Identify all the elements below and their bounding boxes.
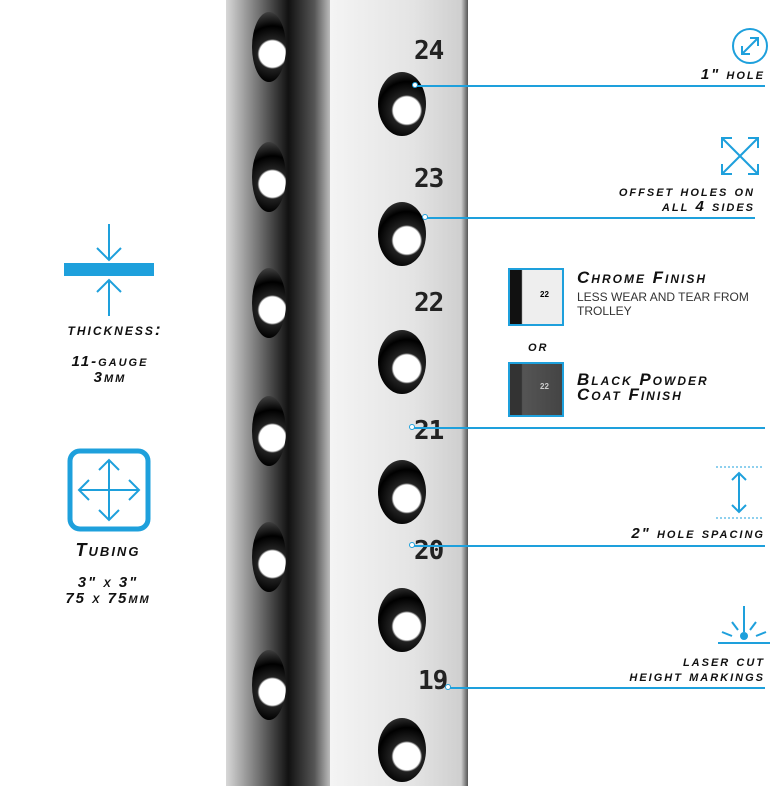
hole-spacing-label: 2" HOLE SPACING [631,525,765,542]
height-marking: 19 [418,666,448,696]
four-way-arrows-icon [67,448,151,532]
height-marking: 21 [414,416,444,446]
height-marking: 22 [414,288,444,318]
hole-label: 1" HOLE [700,66,765,83]
or-label: OR [528,342,549,354]
thickness-title: THICKNESS: [67,320,163,339]
height-marking: 23 [414,164,444,194]
laser-burst-icon [718,606,770,644]
chrome-finish-thumbnail: 22 [508,268,564,326]
expand-arrows-icon [721,137,759,175]
chrome-finish-description: LESS WEAR AND TEAR FROM TROLLEY [577,290,749,318]
height-marking: 24 [414,36,444,66]
thickness-value: 11-GAUGE3MM [71,353,149,386]
upright-tube-image: 24 23 22 21 20 19 [226,0,468,786]
tubing-title: Tubing [75,540,141,560]
vertical-spacing-icon [716,466,762,519]
tubing-value: 3" x 3"75 x 75MM [65,574,151,607]
diagonal-arrow-circle-icon [732,28,768,64]
chrome-finish-title: Chrome Finish [577,268,708,287]
laser-cut-label: LASER CUTHEIGHT MARKINGS [629,653,765,685]
height-marking: 20 [414,536,444,566]
offset-holes-label: OFFSET HOLES ONALL 4 SIDES [618,183,755,215]
black-powder-thumbnail: 22 [508,362,564,417]
thickness-arrows-icon [64,224,154,316]
